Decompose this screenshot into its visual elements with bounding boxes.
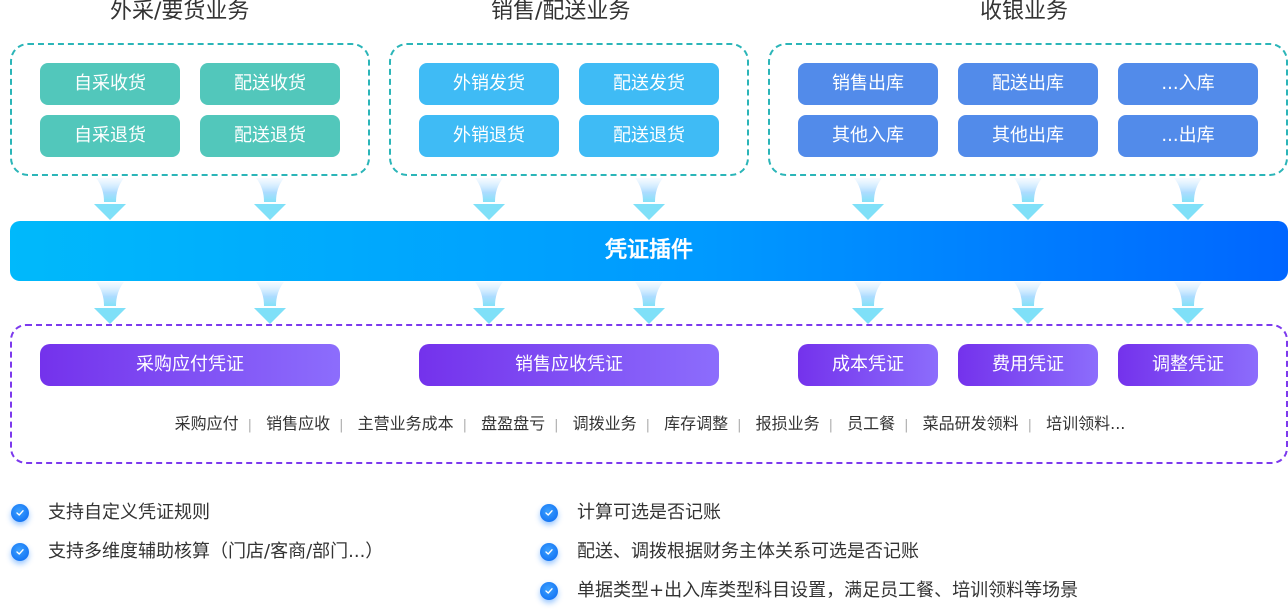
flow-arrow-down-icon [250,178,290,220]
group-box-cashier [768,43,1288,176]
check-circle-icon [11,543,29,561]
flow-arrow-down-icon [848,282,888,324]
check-circle-icon [540,543,558,561]
feature-item: 支持自定义凭证规则 [48,502,210,523]
business-type: 销售应收 [266,414,331,433]
separator: | [828,418,834,433]
flow-arrow-down-icon [1008,178,1048,220]
voucher-button-adjustment[interactable]: 调整凭证 [1118,344,1258,386]
voucher-output-box [10,324,1288,464]
feature-item: 单据类型+出入库类型科目设置，满足员工餐、培训领料等场景 [577,580,1079,601]
flow-arrow-down-icon [848,178,888,220]
check-circle-icon [11,504,29,522]
group-box-sales [389,43,749,176]
business-type: 员工餐 [847,414,896,433]
separator: | [645,418,651,433]
feature-item: 支持多维度辅助核算（门店/客商/部门...） [48,541,384,562]
business-type-list: 采购应付 | 销售应收 | 主营业务成本 | 盘盈盘亏 | 调拨业务 | 库存调整 | 报损… [0,412,1288,438]
separator: | [904,418,909,433]
source-button-other-outbound[interactable]: 其他出库 [958,115,1098,157]
group-title-sales: 销售/配送业务 [491,0,631,24]
business-type: 盘盈盘亏 [481,414,546,433]
separator: | [554,418,559,433]
flow-arrow-down-icon [90,178,130,220]
separator: | [339,418,344,433]
business-type: 报损业务 [755,414,820,433]
feature-item: 计算可选是否记账 [577,502,721,523]
flow-arrow-down-icon [629,178,669,220]
business-type: 采购应付 [174,414,239,433]
flow-arrow-down-icon [250,282,290,324]
flow-arrow-down-icon [90,282,130,324]
source-button-distribution-ship[interactable]: 配送发货 [579,63,719,105]
source-button-sales-outbound[interactable]: 销售出库 [798,63,938,105]
business-type: 主营业务成本 [357,414,454,433]
business-type: 调拨业务 [572,414,637,433]
source-button-distribution-receive[interactable]: 配送收货 [200,63,340,105]
flow-arrow-down-icon [1008,282,1048,324]
group-title-cashier: 收银业务 [980,0,1069,24]
flow-arrow-down-icon [1168,282,1208,324]
voucher-button-cost[interactable]: 成本凭证 [798,344,938,386]
source-button-self-purchase-return[interactable]: 自采退货 [40,115,180,157]
flow-arrow-down-icon [1168,178,1208,220]
group-title-purchase: 外采/要货业务 [110,0,250,24]
business-type: 库存调整 [664,414,729,433]
voucher-button-purchase-payable[interactable]: 采购应付凭证 [40,344,340,386]
check-circle-icon [540,582,558,600]
separator: | [1027,418,1033,433]
group-box-purchase [10,43,370,176]
check-circle-icon [540,504,558,522]
business-type: 培训领料... [1046,414,1126,433]
source-button-other-inbound-more[interactable]: ...入库 [1118,63,1258,105]
separator: | [247,418,253,433]
flow-arrow-down-icon [469,178,509,220]
business-type: 菜品研发领料 [922,414,1019,433]
source-button-external-sale-return[interactable]: 外销退货 [419,115,559,157]
feature-item: 配送、调拨根据财务主体关系可选是否记账 [577,541,919,562]
source-button-other-inbound[interactable]: 其他入库 [798,115,938,157]
voucher-button-expense[interactable]: 费用凭证 [958,344,1098,386]
voucher-button-sales-receivable[interactable]: 销售应收凭证 [419,344,719,386]
voucher-plugin-bar[interactable]: 凭证插件 [10,221,1288,281]
flow-arrow-down-icon [469,282,509,324]
flow-arrow-down-icon [629,282,669,324]
source-button-other-outbound-more[interactable]: ...出库 [1118,115,1258,157]
source-button-self-purchase-receive[interactable]: 自采收货 [40,63,180,105]
source-button-distribution-sale-return[interactable]: 配送退货 [579,115,719,157]
source-button-distribution-outbound[interactable]: 配送出库 [958,63,1098,105]
source-button-external-sale-ship[interactable]: 外销发货 [419,63,559,105]
separator: | [737,418,742,433]
separator: | [462,418,468,433]
source-button-distribution-return[interactable]: 配送退货 [200,115,340,157]
